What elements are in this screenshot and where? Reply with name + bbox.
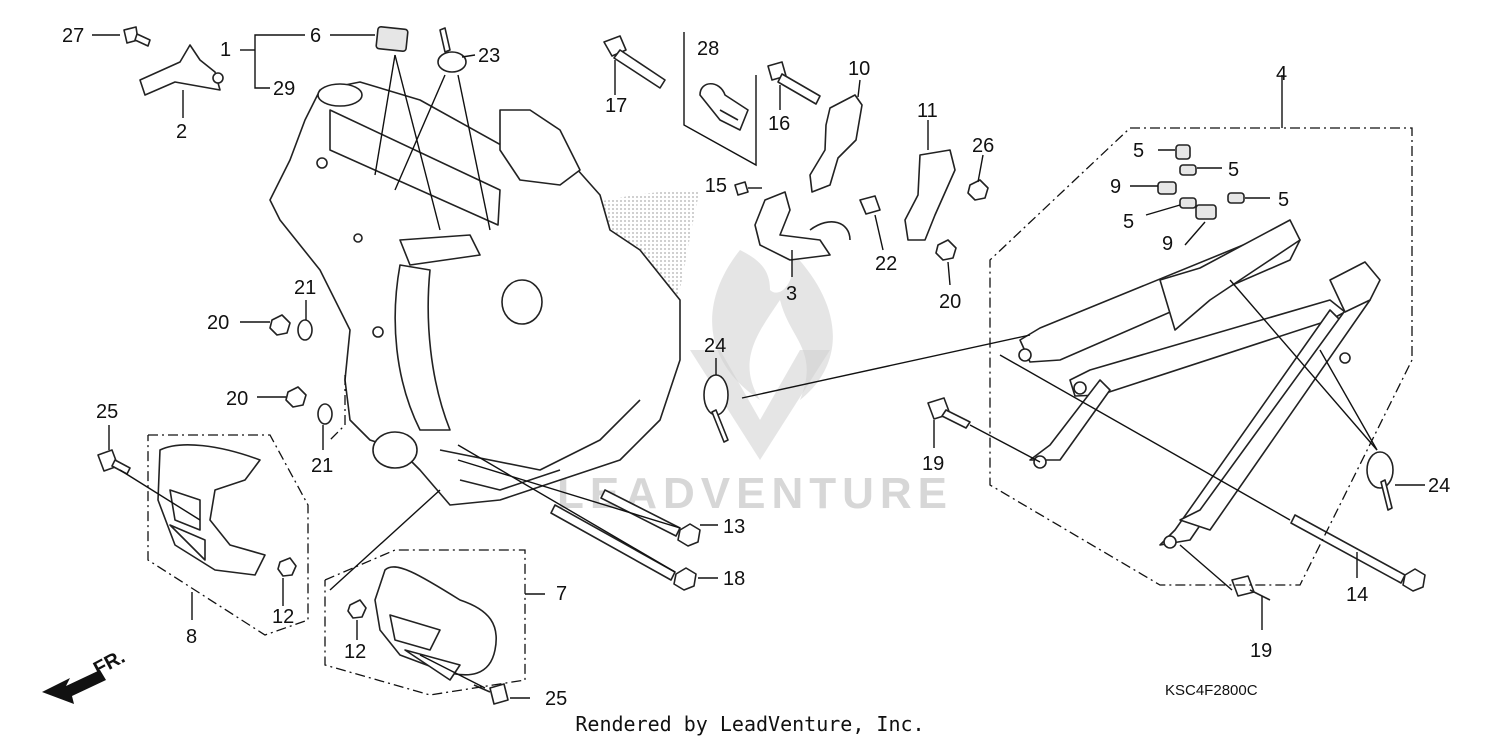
bolt-19-lower [1231,575,1255,597]
nut-20-lower [285,386,307,408]
clip-24-left [703,374,729,416]
clip-5a [1175,144,1191,160]
clip-5c [1227,192,1245,204]
main-frame [269,81,681,506]
callout-19-lower: 19 [1250,640,1272,662]
callout-13: 13 [723,516,745,538]
washer-21-lower [317,403,333,425]
washer-21-upper [297,319,313,341]
nut-20-mid [269,314,291,336]
callout-numbers: 27 6 1 23 29 2 28 17 10 16 11 26 4 5 5 5… [62,25,1450,710]
clip-23 [437,27,467,73]
callout-24-left: 24 [704,335,726,357]
bolt-25-lower [489,683,509,705]
callout-18: 18 [723,568,745,590]
clip-9a [1157,181,1177,195]
callout-5b: 5 [1228,159,1239,181]
clip-24-right [1366,451,1394,489]
callout-14: 14 [1346,584,1368,606]
clip-28 [683,32,757,167]
callout-6: 6 [310,25,321,47]
bolt-17 [603,35,666,89]
bolt-18 [550,504,676,581]
callout-26: 26 [972,135,994,157]
callout-9a: 9 [1110,176,1121,198]
callout-5d: 5 [1123,211,1134,233]
callout-21-lower: 21 [311,455,333,477]
callout-3: 3 [786,283,797,305]
callout-19-upper: 19 [922,453,944,475]
bracket-11 [904,149,956,241]
pad-6 [375,25,409,53]
callout-27: 27 [62,25,84,47]
callout-7: 7 [556,583,567,605]
bracket-2 [139,44,224,96]
guard-left [157,444,266,576]
bolt-15 [734,181,749,196]
long-bolts [97,397,1426,705]
front-direction-arrow: FR. [42,646,129,704]
subframe [1018,219,1381,549]
callout-5c: 5 [1278,189,1289,211]
callout-25-lower: 25 [545,688,567,710]
callout-4: 4 [1276,63,1287,85]
callout-28: 28 [697,38,719,60]
bracket-3 [754,191,851,261]
clip-9b [1195,204,1217,220]
bolt-13 [600,489,681,537]
nut-20-upper [935,239,957,261]
callout-20-upper: 20 [939,291,961,313]
callout-29: 29 [273,78,295,100]
bolt-14 [1290,514,1406,584]
callout-20-mid: 20 [207,312,229,334]
callout-22: 22 [875,253,897,275]
bolt-27 [123,26,151,47]
callout-8: 8 [186,626,197,648]
bolt-16 [767,61,821,105]
callout-16: 16 [768,113,790,135]
diagram-code: KSC4F2800C [1165,682,1258,699]
callout-11: 11 [917,100,938,122]
small-hardware [269,179,989,619]
callout-25-upper: 25 [96,401,118,423]
clip-5b [1179,164,1197,176]
nut-12-left [277,557,297,577]
footer-credit: Rendered by LeadVenture, Inc. [575,712,925,736]
group-boundaries [147,127,1413,696]
nut-12-right [347,599,367,619]
callout-24-right: 24 [1428,475,1450,497]
callout-21-upper: 21 [294,277,316,299]
washer-22 [859,195,881,215]
callout-9b: 9 [1162,233,1173,255]
callout-1: 1 [220,39,231,61]
callout-12-right: 12 [344,641,366,663]
leader-lines [92,34,1425,699]
callout-5a: 5 [1133,140,1144,162]
watermark-text: LEADVENTURE [557,469,953,518]
callout-15: 15 [705,175,727,197]
callout-23: 23 [478,45,500,67]
clips [703,144,1394,511]
callout-12-left: 12 [272,606,294,628]
callout-10: 10 [848,58,870,80]
callout-17: 17 [605,95,627,117]
callout-20-lower: 20 [226,388,248,410]
guard-right [374,566,497,681]
bracket-10 [809,94,863,193]
clip-5d [1179,197,1197,209]
callout-2: 2 [176,121,187,143]
nut-26 [967,179,989,201]
